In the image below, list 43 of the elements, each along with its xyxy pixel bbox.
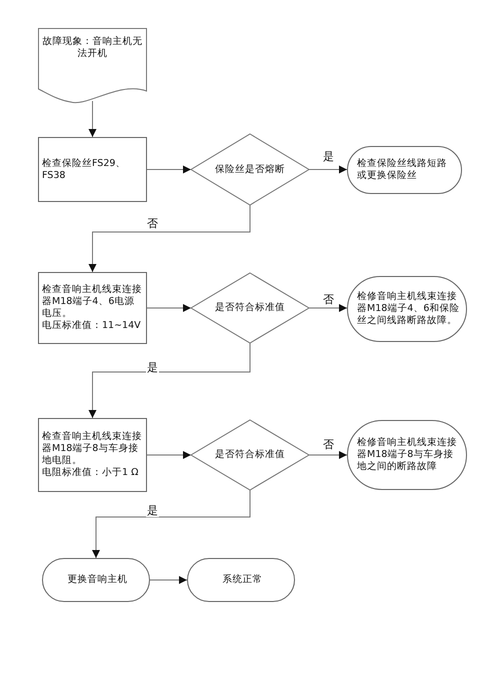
arrow (88, 342, 250, 418)
node-text: 是否符合标准值 (214, 302, 286, 314)
edge-label: 是 (322, 150, 335, 163)
arrow (92, 490, 250, 558)
arrow (308, 304, 348, 312)
process-box (38, 137, 147, 202)
node-text: 检修音响主机线束连接器M18端子4、6和保险丝之间线路断路故障。 (357, 291, 460, 327)
node-text: 更换音响主机 (66, 574, 128, 586)
arrow (308, 166, 348, 174)
arrow (146, 451, 192, 459)
arrow (150, 576, 188, 584)
node-text: 故障现象：音响主机无法开机 (42, 36, 144, 60)
arrow (308, 451, 348, 459)
node-text: 电阻标准值：小于1 Ω (42, 467, 140, 479)
process-box (38, 272, 147, 344)
node-text: 检查保险丝FS29、FS38 (42, 158, 126, 182)
node-text: 系统正常 (222, 574, 264, 586)
terminal-box (42, 558, 150, 602)
terminal-box (187, 558, 295, 602)
arrow (88, 100, 96, 138)
arrow (88, 204, 250, 272)
node-text: 检查保险丝线路短路或更换保险丝 (357, 158, 448, 182)
edge-label: 否 (322, 293, 335, 306)
edge-label: 是 (146, 504, 159, 517)
terminal-box (347, 276, 467, 342)
node-text: 检修音响主机线束连接器M18端子8与车身接地之间的断路故障 (357, 437, 458, 473)
edge-label: 否 (322, 438, 335, 451)
node-text: 是否符合标准值 (214, 449, 286, 461)
arrow (146, 304, 192, 312)
node-text: 检查音响主机线束连接器M18端子8与车身接地电阻。 (42, 431, 143, 467)
terminal-box (347, 146, 462, 194)
decision-diamond (191, 273, 309, 343)
node-text: 检查音响主机线束连接器M18端子4、6电源电压。 (42, 284, 143, 320)
decision-diamond (191, 420, 309, 490)
edge-label: 否 (146, 217, 159, 230)
terminal-box (347, 420, 467, 490)
process-box (38, 418, 147, 492)
node-text: 保险丝是否熔断 (214, 164, 286, 176)
edge-label: 是 (146, 361, 159, 374)
arrow (146, 166, 192, 174)
document-box (38, 28, 147, 103)
node-text: 电压标准值：11~14V (42, 320, 142, 332)
decision-diamond (191, 134, 309, 205)
